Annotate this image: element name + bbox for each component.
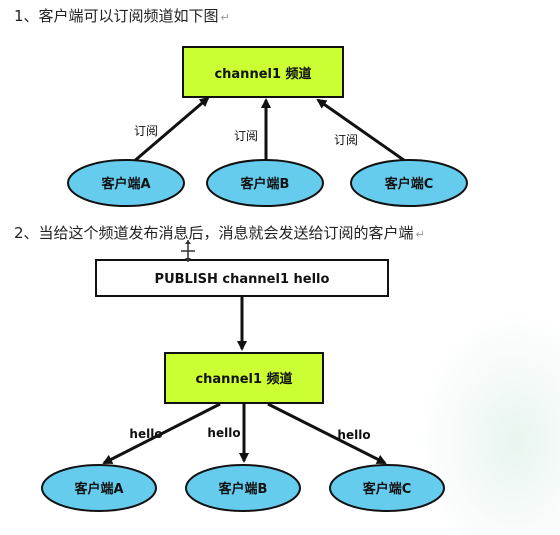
client-b-node-2 — [185, 464, 301, 512]
channel-box-2 — [164, 352, 324, 404]
step-1-label: 1、客户端可以订阅频道如下图 — [14, 7, 219, 25]
deliver-arrow-c — [267, 402, 387, 465]
deliver-label-b: hello — [207, 426, 240, 440]
client-a-label-2: 客户端A — [74, 481, 123, 497]
deliver-label-c: hello — [337, 428, 370, 442]
client-b-label-1: 客户端B — [241, 176, 290, 192]
subscribe-arrow-a — [131, 96, 210, 165]
channel-label-2: channel1 频道 — [195, 371, 292, 387]
diagram-2: PUBLISH channel1 hello channel1 频道 hello… — [41, 259, 445, 512]
publish-command-box — [95, 259, 389, 297]
deliver-label-a: hello — [129, 427, 162, 441]
subscribe-label-b: 订阅 — [234, 129, 258, 143]
return-mark: ↵ — [220, 11, 230, 24]
publish-command-label: PUBLISH channel1 hello — [155, 272, 330, 287]
client-b-label-2: 客户端B — [219, 481, 268, 497]
channel-box-1 — [182, 46, 344, 98]
diagram-1: channel1 频道 订阅 订阅 订阅 客户端A 客户端B 客户端C — [67, 46, 468, 207]
client-a-node-2 — [41, 464, 157, 512]
client-c-node-2 — [329, 464, 445, 512]
client-c-label-2: 客户端C — [363, 481, 412, 497]
subscribe-arrow-c — [316, 98, 409, 165]
step-2-text: 2、当给这个频道发布消息后，消息就会发送给订阅的客户端↵ — [14, 222, 425, 243]
client-a-node-1 — [67, 159, 185, 207]
move-cursor-icon — [181, 240, 195, 262]
subscribe-label-c: 订阅 — [334, 133, 358, 147]
channel-label-1: channel1 频道 — [214, 66, 311, 82]
client-b-node-1 — [206, 159, 324, 207]
client-c-label-1: 客户端C — [385, 176, 434, 192]
client-a-label-1: 客户端A — [101, 176, 150, 192]
step-1-text: 1、客户端可以订阅频道如下图↵ — [14, 5, 230, 26]
return-mark: ↵ — [415, 228, 425, 241]
step-2-label: 2、当给这个频道发布消息后，消息就会发送给订阅的客户端 — [14, 224, 414, 242]
subscribe-label-a: 订阅 — [134, 124, 158, 138]
deliver-arrow-a — [102, 402, 221, 465]
client-c-node-1 — [350, 159, 468, 207]
